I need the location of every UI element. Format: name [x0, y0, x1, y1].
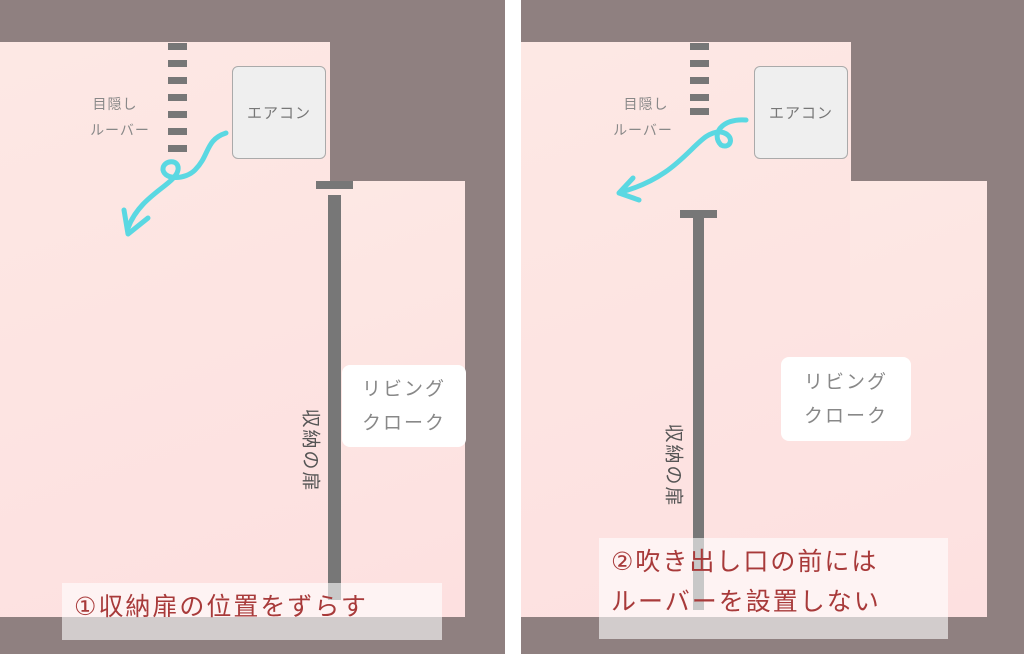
room-label-line: クローク — [361, 412, 446, 434]
louver-label: 目隠し — [92, 97, 138, 113]
caption-line: ①収納扉の位置をずらす — [74, 592, 368, 621]
room-label-line: リビング — [361, 378, 446, 400]
door-cap — [316, 181, 353, 189]
air-conditioner: エアコン — [754, 66, 848, 159]
caption-line: ルーバーを設置しない — [611, 587, 881, 616]
caption: ②吹き出し口の前には ルーバーを設置しない — [599, 538, 948, 639]
closet-door — [328, 195, 341, 600]
air-conditioner: エアコン — [232, 66, 326, 159]
room-label-line: リビング — [803, 371, 888, 393]
room-label: リビング クローク — [781, 357, 911, 441]
diagram-panel-1: 目隠し ルーバー エアコン 収納の扉 リビング クローク ①収納扉の位置をずらす — [0, 0, 505, 654]
louver-label: ルーバー — [613, 123, 673, 139]
caption-line: ②吹き出し口の前には — [611, 547, 879, 576]
room-label-line: クローク — [803, 405, 888, 427]
diagram-panel-2: 目隠し ルーバー エアコン 収納の扉 リビング クローク ②吹き出し口の前には … — [521, 0, 1024, 654]
louver-label: 目隠し — [623, 97, 669, 113]
airflow-arrow-icon — [616, 117, 749, 203]
room-label: リビング クローク — [342, 365, 466, 447]
louver-label: ルーバー — [90, 123, 150, 139]
closet-door — [693, 214, 704, 610]
airflow-arrow-icon — [121, 130, 229, 237]
caption: ①収納扉の位置をずらす — [62, 583, 442, 640]
